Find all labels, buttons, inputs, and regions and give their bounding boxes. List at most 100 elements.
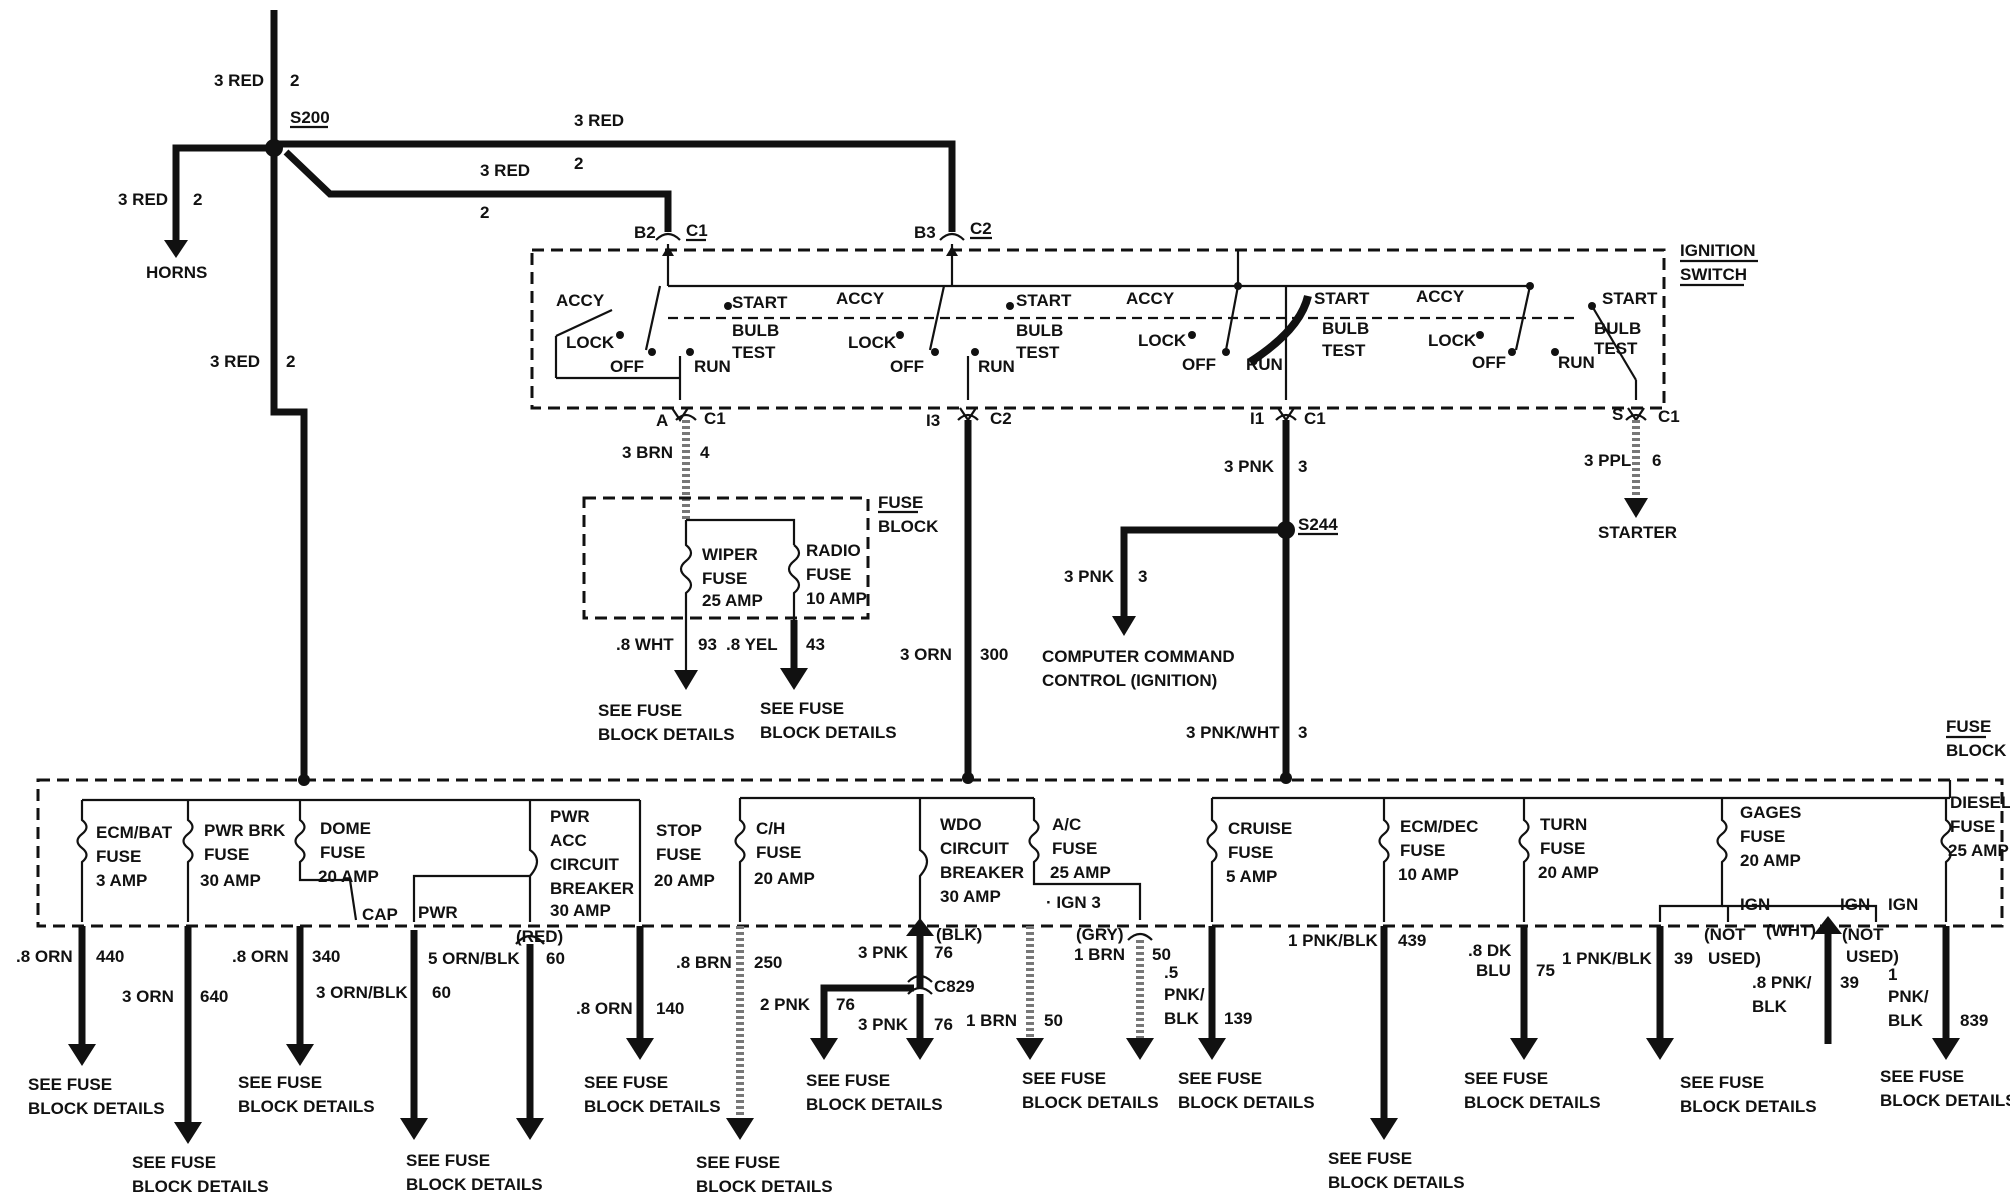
svg-text:5 AMP: 5 AMP <box>1226 867 1277 886</box>
svg-text:1 BRN: 1 BRN <box>966 1011 1017 1030</box>
svg-text:FUSE: FUSE <box>320 843 365 862</box>
connector-c2-top: C2 <box>970 219 992 238</box>
wire-label-i1: 3 PNK <box>1224 457 1275 476</box>
svg-text:140: 140 <box>656 999 684 1018</box>
svg-text:TEST: TEST <box>1016 343 1060 362</box>
fuse-ch: C/H FUSE 20 AMP <box>754 819 815 888</box>
svg-text:FUSE: FUSE <box>806 565 851 584</box>
svg-text:(NOT: (NOT <box>1842 925 1884 944</box>
svg-text:SEE FUSE: SEE FUSE <box>598 701 682 720</box>
svg-text:SEE FUSE: SEE FUSE <box>1880 1067 1964 1086</box>
circuit-label-radio: 43 <box>806 635 825 654</box>
fuse-ecm-dec: ECM/DEC FUSE 10 AMP <box>1398 817 1478 884</box>
svg-text:USED): USED) <box>1846 947 1899 966</box>
svg-text:.8 ORN: .8 ORN <box>576 999 633 1018</box>
svg-text:TURN: TURN <box>1540 815 1587 834</box>
ccc-label-2: CONTROL (IGNITION) <box>1042 671 1217 690</box>
svg-text:CIRCUIT: CIRCUIT <box>940 839 1010 858</box>
fuse-ecm-bat: ECM/BAT FUSE 3 AMP <box>96 823 173 890</box>
circuit-label-c1: 2 <box>480 203 489 222</box>
fuse-ac: A/C FUSE 25 AMP <box>1050 815 1111 882</box>
svg-text:C1: C1 <box>1658 407 1680 426</box>
svg-text:BLK: BLK <box>1752 997 1788 1016</box>
inner-fuse-block-label-2: BLOCK <box>878 517 939 536</box>
svg-text:SEE FUSE: SEE FUSE <box>760 699 844 718</box>
fuse-stop: STOP FUSE 20 AMP <box>654 821 715 890</box>
svg-text:.5: .5 <box>1164 963 1178 982</box>
svg-text:TEST: TEST <box>732 343 776 362</box>
svg-text:BLOCK DETAILS: BLOCK DETAILS <box>1328 1173 1465 1192</box>
wire-label-pnkwht: 3 PNK/WHT <box>1186 723 1280 742</box>
svg-text:1: 1 <box>1888 965 1897 984</box>
see-radio: SEE FUSE BLOCK DETAILS <box>760 699 897 742</box>
bus-wire-to-c2 <box>274 140 956 232</box>
svg-text:640: 640 <box>200 987 228 1006</box>
splice-s244 <box>1277 521 1295 539</box>
svg-text:20 AMP: 20 AMP <box>1538 863 1599 882</box>
svg-text:39: 39 <box>1674 949 1693 968</box>
svg-text:2 PNK: 2 PNK <box>760 995 811 1014</box>
svg-text:25 AMP: 25 AMP <box>1050 863 1111 882</box>
svg-text:(GRY): (GRY) <box>1076 925 1124 944</box>
circuit-label-ccc: 3 <box>1138 567 1147 586</box>
svg-text:3 AMP: 3 AMP <box>96 871 147 890</box>
svg-text:25 AMP: 25 AMP <box>702 591 763 610</box>
wire-label-top: 3 RED <box>214 71 264 90</box>
wiper-out-arrow <box>674 670 698 690</box>
svg-text:50: 50 <box>1044 1011 1063 1030</box>
svg-text:SEE FUSE: SEE FUSE <box>696 1153 780 1172</box>
svg-text:RUN: RUN <box>1246 355 1283 374</box>
circuit-label-a: 4 <box>700 443 710 462</box>
svg-text:FUSE: FUSE <box>656 845 701 864</box>
connector-b3: B3 <box>914 223 936 242</box>
svg-text:BLK: BLK <box>1164 1009 1200 1028</box>
circuit-label-horns: 2 <box>193 190 202 209</box>
svg-text:ACC: ACC <box>550 831 587 850</box>
svg-text:340: 340 <box>312 947 340 966</box>
junction-i1 <box>1280 772 1292 784</box>
svg-text:BLOCK DETAILS: BLOCK DETAILS <box>238 1097 375 1116</box>
circuit-label-pnkwht: 3 <box>1298 723 1307 742</box>
horns-wire <box>172 144 268 240</box>
wire-label-i3: 3 ORN <box>900 645 952 664</box>
svg-text:SEE FUSE: SEE FUSE <box>1022 1069 1106 1088</box>
svg-text:LOCK: LOCK <box>1428 331 1477 350</box>
wire-label-wiper: .8 WHT <box>616 635 674 654</box>
svg-text:USED): USED) <box>1708 949 1761 968</box>
svg-text:BLOCK DETAILS: BLOCK DETAILS <box>1022 1093 1159 1112</box>
wire-label-starter: 3 PPL <box>1584 451 1631 470</box>
svg-text:1 BRN: 1 BRN <box>1074 945 1125 964</box>
wiper-fuse: WIPER FUSE 25 AMP <box>702 545 763 610</box>
svg-text:FUSE: FUSE <box>96 847 141 866</box>
svg-text:10 AMP: 10 AMP <box>1398 865 1459 884</box>
svg-text:20 AMP: 20 AMP <box>754 869 815 888</box>
circuit-label-bus: 2 <box>574 154 583 173</box>
svg-text:START: START <box>1016 291 1072 310</box>
wire-label-c1: 3 RED <box>480 161 530 180</box>
feed-wire-down <box>270 150 308 780</box>
radio-fuse: RADIO FUSE 10 AMP <box>806 541 867 608</box>
svg-text:FUSE: FUSE <box>1400 841 1445 860</box>
svg-text:BULB: BULB <box>1322 319 1369 338</box>
svg-text:CIRCUIT: CIRCUIT <box>550 855 620 874</box>
svg-text:20 AMP: 20 AMP <box>654 871 715 890</box>
fuse-dome: DOME FUSE 20 AMP <box>318 819 379 886</box>
svg-text:25 AMP: 25 AMP <box>1948 841 2009 860</box>
horns-arrow <box>164 240 188 258</box>
svg-text:60: 60 <box>432 983 451 1002</box>
bus-wire-to-c1 <box>283 149 672 232</box>
svg-text:STOP: STOP <box>656 821 702 840</box>
svg-text:C/H: C/H <box>756 819 785 838</box>
svg-text:FUSE: FUSE <box>1228 843 1273 862</box>
svg-text:BLOCK DETAILS: BLOCK DETAILS <box>132 1177 269 1196</box>
ign-label-3: IGN <box>1888 895 1918 914</box>
svg-text:SEE FUSE: SEE FUSE <box>1680 1073 1764 1092</box>
svg-text:.8 ORN: .8 ORN <box>232 947 289 966</box>
circuit-label-starter: 6 <box>1652 451 1661 470</box>
wire-label-ccc: 3 PNK <box>1064 567 1115 586</box>
svg-text:RUN: RUN <box>1558 353 1595 372</box>
wire-label-down: 3 RED <box>210 352 260 371</box>
pwr-label: PWR <box>418 903 458 922</box>
svg-text:BLOCK DETAILS: BLOCK DETAILS <box>598 725 735 744</box>
